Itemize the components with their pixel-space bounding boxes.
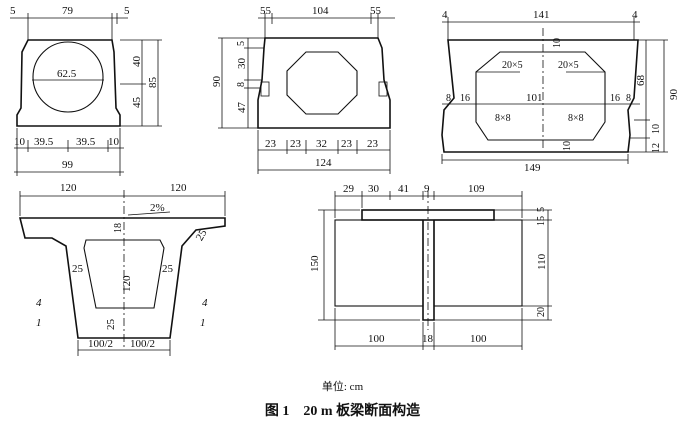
dim-bottom-2: 23 [290,138,302,150]
dim-web-left-25: 25 [72,263,84,275]
shear-key-right [378,81,388,97]
dim-right-20: 20 [536,307,547,317]
dim-void-diameter: 62.5 [57,68,77,80]
dim-bottom-10: 10 [562,141,573,151]
dim-top-41: 41 [398,183,409,195]
dim-bottom-total: 124 [315,157,332,169]
dim-top-mid: 141 [533,9,550,21]
dim-top-right: 4 [632,9,638,21]
section-e-right-block [433,219,523,307]
dim-mid-left-16: 16 [460,93,470,104]
section-d-void [83,239,165,309]
dim-bottom-100-right: 100 [470,333,487,345]
dim-right-lower: 45 [131,97,143,109]
section-b-outline [257,37,391,129]
section-d: 2% 120 120 18 120 25 25 25 25 4 1 4 1 10… [18,182,226,356]
dim-bottom-5: 23 [367,138,379,150]
dim-right-total: 85 [147,77,159,89]
section-c: 20×5 20×5 8×8 8×8 4 141 4 10 8 16 101 16… [441,9,680,174]
dim-left-8: 8 [236,82,247,87]
dim-web-18: 18 [113,223,124,233]
dim-slope-right-1: 1 [200,317,206,329]
shear-key-left [260,81,270,97]
dim-bottom-total: 149 [524,162,541,174]
section-b: 55 104 55 90 5 30 8 47 23 23 32 23 23 12… [211,5,395,174]
dim-mid-width: 101 [526,92,543,104]
dim-slope-right-4: 4 [202,297,208,309]
dim-right-15: 15 [536,216,547,226]
dim-haunch-left: 20×5 [502,60,523,71]
dim-bottom-right: 100/2 [130,338,155,350]
section-a-void [32,41,104,113]
dim-right-5: 5 [536,207,547,212]
dim-right-90: 90 [668,89,680,101]
dim-depth-120: 120 [121,275,133,292]
dim-bottom-1: 10 [14,136,26,148]
dim-top-left: 4 [442,9,448,21]
dim-slope: 2% [150,202,165,214]
dim-bottom-left: 100/2 [88,338,113,350]
section-e: 29 30 41 9 109 150 5 15 110 20 100 18 10… [309,183,552,350]
dim-bottom-4: 23 [341,138,353,150]
figure-title: 图 1 20 m 板梁断面构造 [264,404,421,419]
section-c-void [475,51,606,141]
slope-line [127,211,171,216]
dim-bottom-100-left: 100 [368,333,385,345]
dim-right-110: 110 [536,253,548,270]
dim-inner-10: 10 [552,38,563,48]
dim-top-mid: 104 [312,5,329,17]
dim-left-150: 150 [309,255,321,272]
section-a-outline [16,39,121,127]
dim-left-total: 90 [211,76,223,88]
dim-slope-left-4: 4 [36,297,42,309]
dim-right-10b: 10 [651,124,662,134]
dim-top-left: 120 [60,182,77,194]
dim-top-right: 55 [370,5,382,17]
dim-top-right: 5 [124,5,130,17]
dim-bottom-3: 39.5 [76,136,96,148]
dim-bottom-18: 18 [422,333,434,345]
section-d-outline [18,217,226,339]
dim-top-left-5: 5 [10,5,16,17]
dim-bottom-3: 32 [316,138,327,150]
dim-fillet-left: 8×8 [495,113,511,124]
section-a: 62.5 79 5 5 40 45 85 10 39.5 39.5 10 99 [10,5,162,176]
dim-bottom-25: 25 [105,319,117,331]
dim-top-30: 30 [368,183,380,195]
dim-bottom-2: 39.5 [34,136,54,148]
dim-mid-left-8: 8 [446,93,451,104]
dim-top-109: 109 [468,183,485,195]
dim-top-right: 120 [170,182,187,194]
dim-top-29: 29 [343,183,355,195]
dim-slope-left-1: 1 [36,317,42,329]
dim-web-right-25: 25 [162,263,174,275]
dim-top-9: 9 [424,183,430,195]
section-e-web [422,220,435,321]
dim-bottom-1: 23 [265,138,277,150]
dim-top-width: 79 [62,5,74,17]
dim-haunch-right: 20×5 [558,60,579,71]
dim-left-47: 47 [236,102,248,114]
dim-right-12: 12 [651,143,662,153]
dim-top-left: 55 [260,5,272,17]
section-e-left-block [334,219,424,307]
dim-left-5: 5 [236,41,247,46]
dim-left-30: 30 [236,58,248,70]
section-b-void [286,51,358,115]
dim-mid-right-8: 8 [626,93,631,104]
dim-bottom-total: 99 [62,159,74,171]
unit-label: 单位: cm [321,381,364,393]
dim-bottom-4: 10 [108,136,120,148]
dim-mid-right-16: 16 [610,93,620,104]
dim-fillet-right: 8×8 [568,113,584,124]
dim-right-upper: 40 [131,56,143,68]
dim-right-68: 68 [635,75,647,87]
